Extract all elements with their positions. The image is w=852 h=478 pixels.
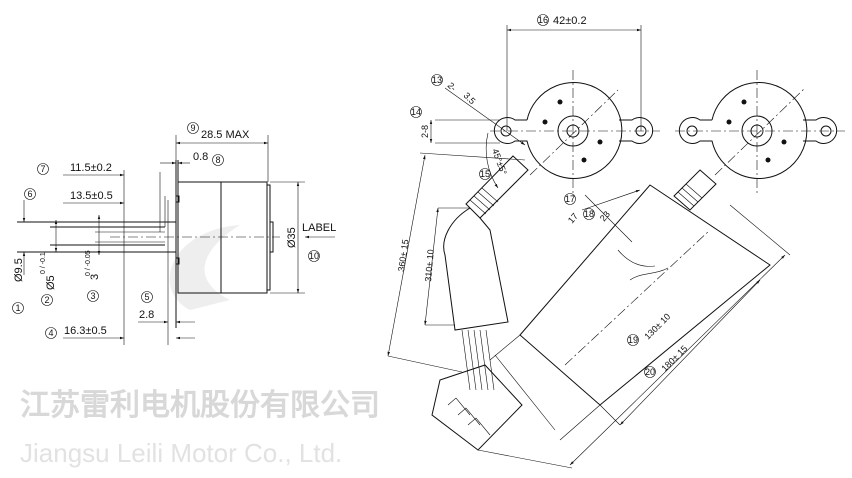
svg-text:15: 15: [480, 169, 490, 179]
callout-4: 4: [45, 327, 57, 339]
break-mark: [617, 249, 669, 281]
dim-130: 130± 10: [642, 311, 672, 341]
callout-9: 9: [187, 122, 199, 134]
callout-6: 6: [24, 188, 36, 200]
dim-310: 310± 10: [423, 249, 436, 282]
dim-17: 17: [566, 211, 580, 225]
lead-wire-right: [489, 169, 771, 441]
svg-text:9: 9: [190, 123, 195, 133]
svg-text:19: 19: [628, 335, 638, 345]
svg-text:8: 8: [215, 155, 220, 165]
connector-housing: [443, 207, 509, 331]
svg-text:1: 1: [15, 303, 20, 313]
tol-dia-5: 0 / -0.1: [40, 252, 47, 274]
lead-wire-left: [431, 155, 529, 451]
side-view: 9 28.5 MAX 0.8 8 7 11.5±0.2 6 13.5±0.5 Ø…: [12, 122, 336, 345]
dim-2x: 2-: [446, 80, 459, 93]
dim-0-8: 0.8: [193, 151, 208, 163]
callout-18: 18: [583, 208, 595, 220]
svg-text:16: 16: [538, 15, 548, 25]
callout-13: 13: [431, 74, 443, 86]
svg-text:7: 7: [40, 164, 45, 174]
svg-text:2: 2: [44, 295, 49, 305]
watermark: 江苏雷利电机股份有限公司 Jiangsu Leili Motor Co., Lt…: [20, 225, 380, 468]
callout-17: 17: [564, 193, 576, 205]
dim-23: 23: [598, 209, 612, 223]
dim-dia-5: Ø5: [45, 275, 57, 290]
dim-28-5-max: 28.5 MAX: [201, 129, 250, 141]
callout-7: 7: [37, 163, 49, 175]
label-text: LABEL: [302, 222, 336, 234]
watermark-cn: 江苏雷利电机股份有限公司: [20, 389, 380, 422]
dim-11-5: 11.5±0.2: [70, 162, 112, 174]
tol-3: 0 / -0.05: [85, 250, 92, 276]
dim-3: 3: [89, 274, 101, 280]
callout-15: 15: [479, 168, 491, 180]
connector: [431, 364, 523, 451]
svg-text:13: 13: [432, 75, 442, 85]
callout-10: 10: [308, 250, 320, 262]
dim-16-3: 16.3±0.5: [64, 325, 107, 337]
motor-top-left: [490, 70, 660, 195]
callout-19: 19: [627, 334, 639, 346]
callout-20: 20: [644, 366, 656, 378]
dim-dia-9-5: Ø9.5: [13, 258, 25, 282]
dim-13-5: 13.5±0.5: [70, 190, 113, 202]
callout-8: 8: [212, 154, 224, 166]
watermark-en: Jiangsu Leili Motor Co., Ltd.: [20, 438, 342, 468]
dim-42: 42±0.2: [553, 15, 587, 27]
svg-text:20: 20: [645, 367, 655, 377]
dim-3-5: 3.5: [462, 90, 478, 106]
watermark-logo-icon: [169, 225, 240, 310]
svg-text:6: 6: [27, 189, 32, 199]
svg-text:17: 17: [565, 194, 575, 204]
dim-2-8-ears: 2-8: [420, 125, 430, 138]
motor-top-right: [675, 70, 845, 195]
callout-3: 3: [87, 290, 99, 302]
svg-text:14: 14: [411, 107, 421, 117]
dim-360: 360± 15: [396, 239, 410, 273]
dim-45deg: 45°±5°: [490, 147, 509, 176]
callout-14: 14: [410, 106, 422, 118]
svg-text:18: 18: [584, 209, 594, 219]
callout-5: 5: [141, 291, 153, 303]
top-view: 16 42±0.2 13 2- 3.5 14 2-8 45°±5° 15 17 …: [387, 14, 845, 469]
callout-2: 2: [41, 294, 53, 306]
callout-1: 1: [12, 302, 24, 314]
svg-text:3: 3: [90, 291, 95, 301]
svg-text:4: 4: [48, 328, 53, 338]
svg-text:5: 5: [144, 292, 149, 302]
callout-16: 16: [537, 14, 549, 26]
dim-2-8: 2.8: [139, 309, 154, 321]
svg-text:10: 10: [309, 251, 319, 261]
dim-dia-35: Ø35: [286, 227, 298, 248]
